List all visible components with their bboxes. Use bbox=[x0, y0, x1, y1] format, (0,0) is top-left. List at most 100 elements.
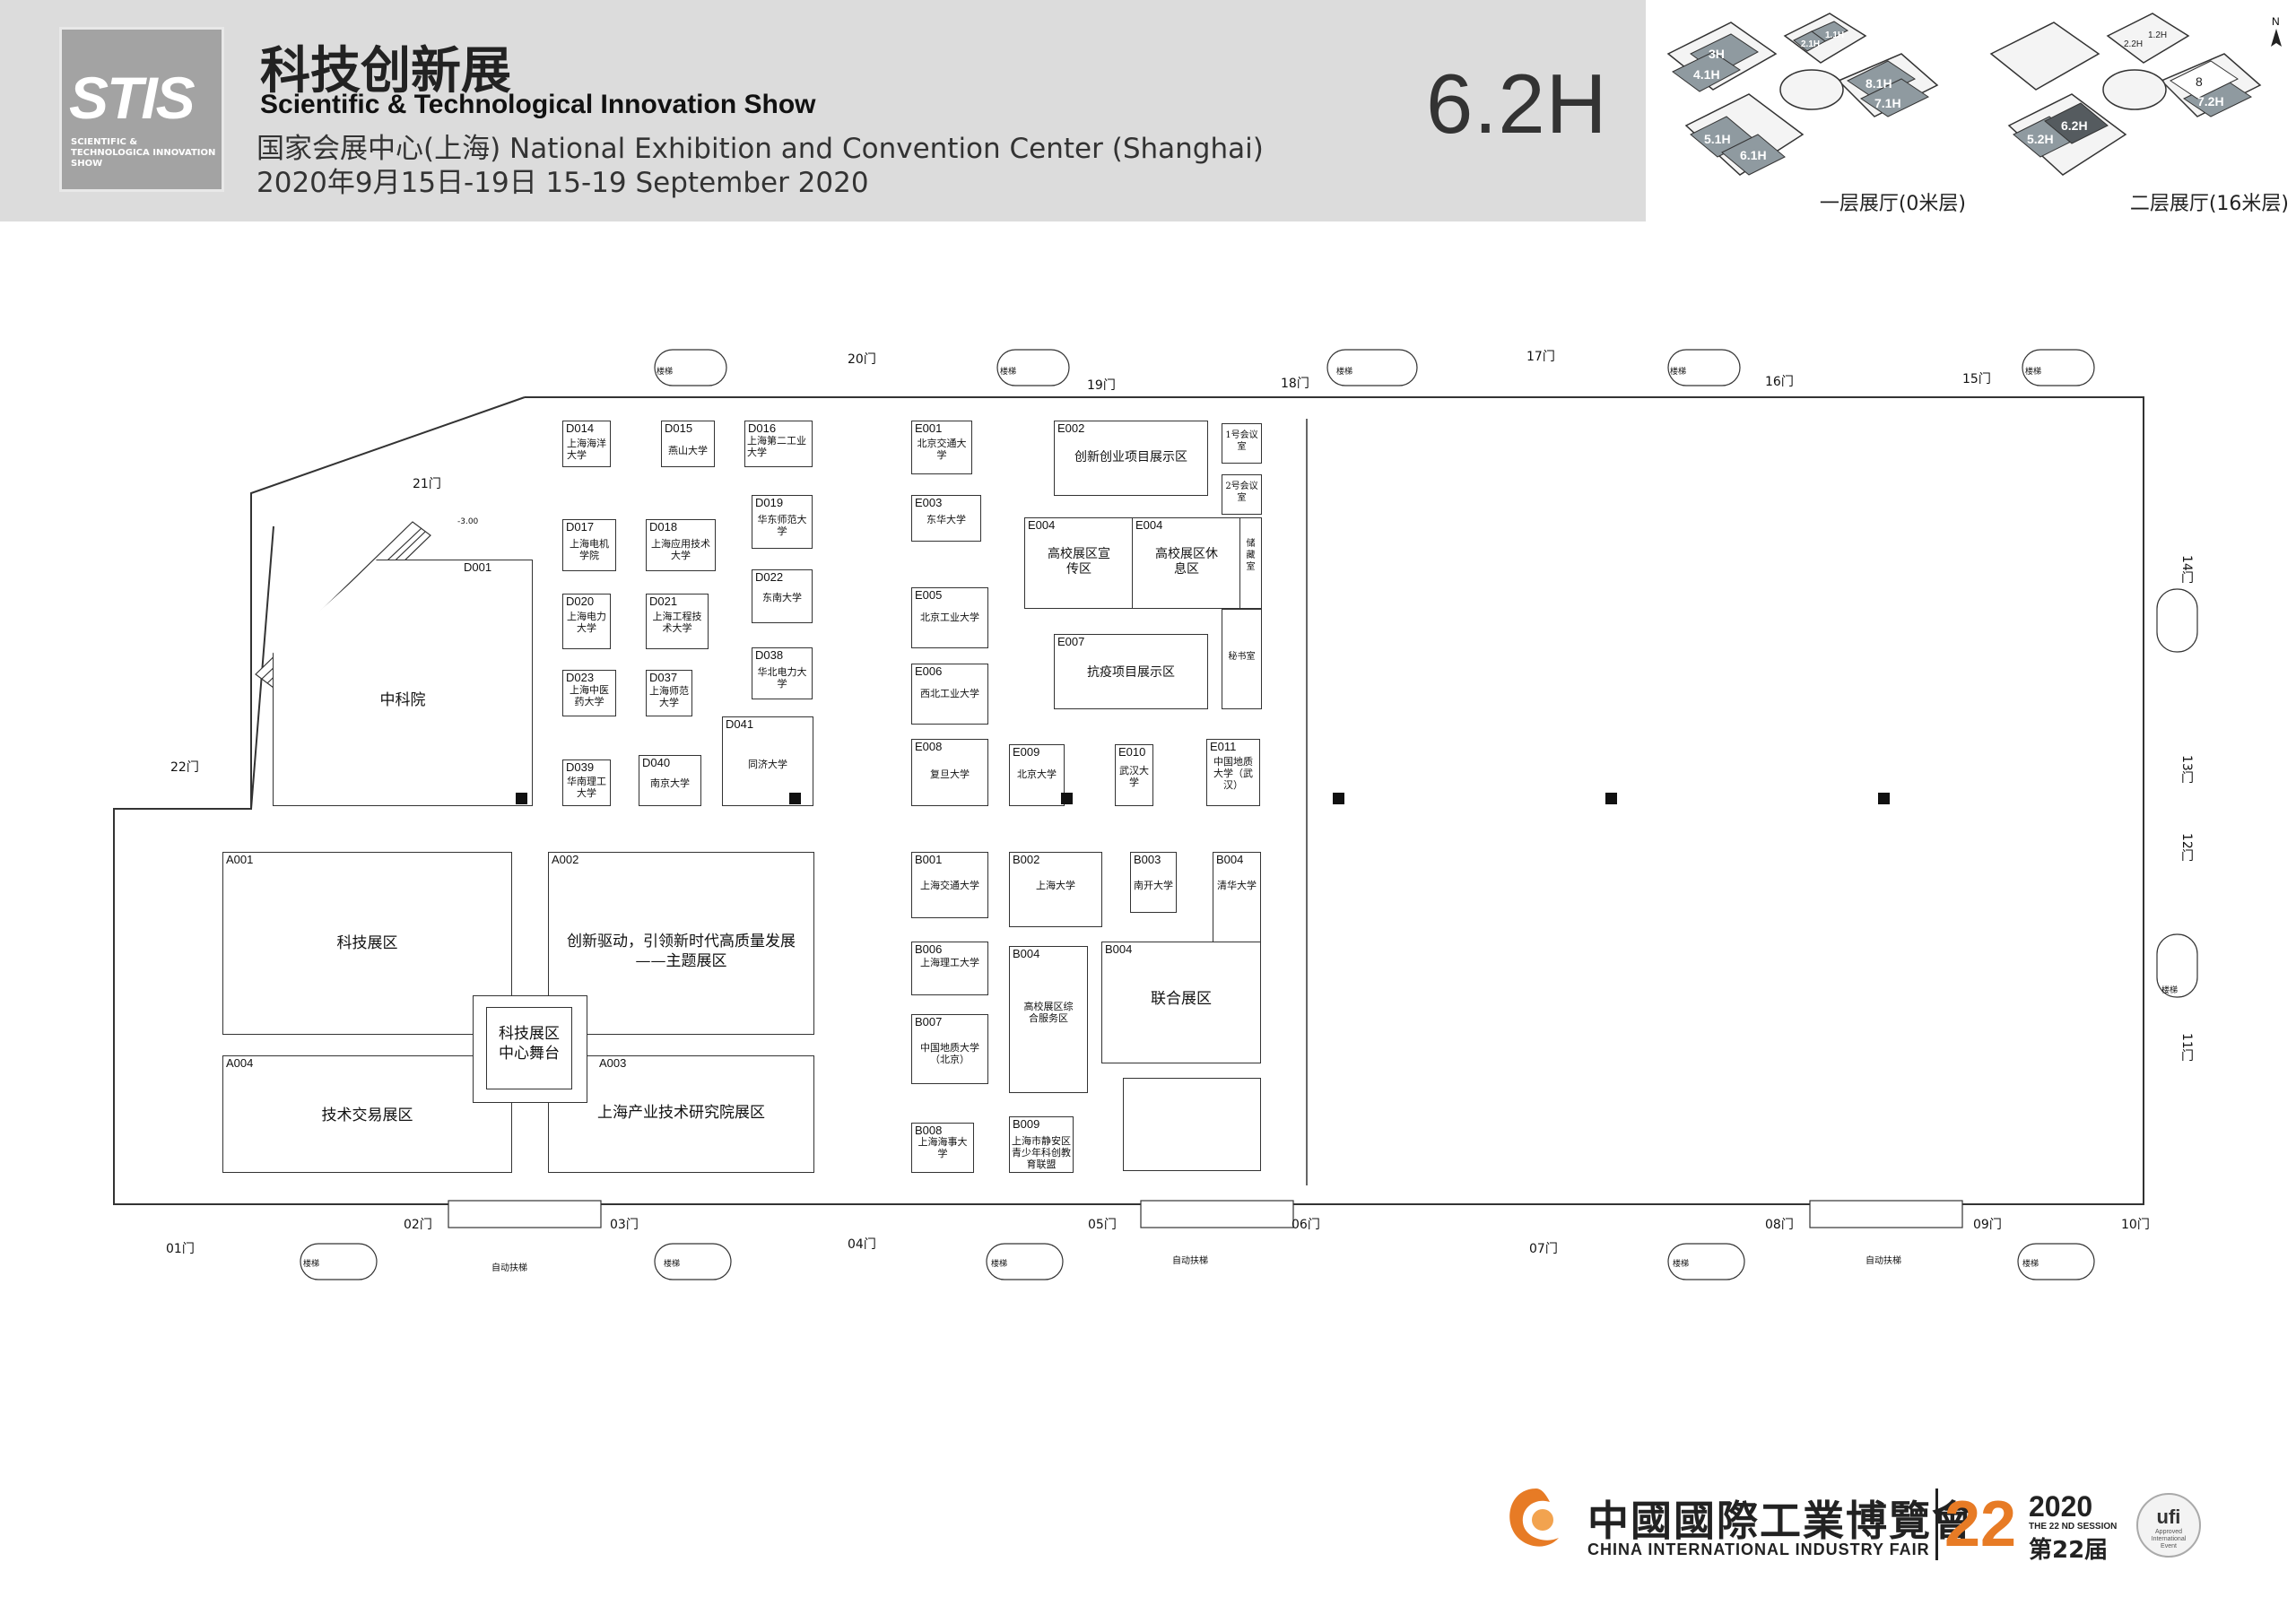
booth-d040[interactable]: D040 南京大学 bbox=[639, 755, 701, 806]
fair-logo-icon bbox=[1496, 1480, 1577, 1560]
booth-b008[interactable]: B009 上海市静安区青少年科创教育联盟 bbox=[1009, 1116, 1074, 1173]
booth-a001[interactable]: A001 科技展区 bbox=[222, 852, 512, 1035]
booth-d039[interactable]: D039 华南理工大学 bbox=[562, 759, 611, 806]
booth-name: 复旦大学 bbox=[930, 768, 970, 780]
session-year: 2020 bbox=[2029, 1490, 2093, 1523]
booth-b004-service[interactable]: B004 高校展区综合服务区 bbox=[1009, 946, 1088, 1093]
footer-divider bbox=[1935, 1488, 1938, 1560]
booth-b006[interactable]: B007 中国地质大学（北京） bbox=[911, 1014, 988, 1084]
booth-name: 北京大学 bbox=[1017, 768, 1057, 780]
booth-name: 上海师范大学 bbox=[649, 685, 689, 708]
booth-d023[interactable]: D023 上海中医药大学 bbox=[562, 670, 616, 716]
central-stage[interactable]: 科技展区中心舞台 bbox=[473, 995, 587, 1103]
booth-e006[interactable]: E006 西北工业大学 bbox=[911, 664, 988, 725]
booth-id: B004 bbox=[1105, 942, 1133, 956]
booth-e005[interactable]: E005 北京工业大学 bbox=[911, 587, 988, 648]
booth-e009[interactable]: E009 北京大学 bbox=[1009, 744, 1065, 806]
booth-b009[interactable] bbox=[1123, 1078, 1261, 1171]
booth-name: 中科院 bbox=[379, 691, 426, 709]
booth-name: 华南理工大学 bbox=[567, 776, 606, 799]
thumb2-hall-52h: 5.2H bbox=[2027, 132, 2054, 146]
gate-14: 14门 bbox=[2179, 555, 2194, 584]
central-stage-inner: 科技展区中心舞台 bbox=[486, 1007, 572, 1089]
gate-11: 11门 bbox=[2179, 1033, 2194, 1062]
booth-b001[interactable]: B001 上海交通大学 bbox=[911, 852, 988, 918]
gate-01: 01门 bbox=[166, 1242, 195, 1256]
session-number: 22 bbox=[1944, 1488, 2017, 1560]
booth-d041[interactable]: D041 同济大学 bbox=[722, 716, 813, 806]
booth-d016[interactable]: D016 上海第二工业大学 bbox=[744, 421, 813, 467]
ufi-sub: Approved International Event bbox=[2151, 1529, 2187, 1549]
booth-id: B003 bbox=[1134, 853, 1161, 866]
floor-plan: 楼梯 楼梯 楼梯 楼梯 楼梯 楼梯 楼梯 楼梯 楼梯 楼梯 楼梯 自动扶梯 自动… bbox=[0, 221, 2296, 1623]
booth-id: E008 bbox=[915, 740, 943, 753]
escalator-label-3: 自动扶梯 bbox=[1866, 1256, 1901, 1266]
event-dates: 2020年9月15日-19日 15-19 September 2020 bbox=[257, 167, 869, 199]
second-floor-map: 5.2H 6.2H 7.2H 8 1.2H 2.2H N bbox=[1989, 13, 2282, 176]
booth-b005[interactable]: B006 上海理工大学 bbox=[911, 942, 988, 995]
booth-name: 西北工业大学 bbox=[920, 688, 979, 699]
booth-name: 科技展区 bbox=[336, 934, 398, 952]
booth-d015[interactable]: D015 燕山大学 bbox=[661, 421, 715, 467]
booth-d014[interactable]: D014 上海海洋大学 bbox=[562, 421, 611, 467]
booth-a003[interactable]: A003 上海产业技术研究院展区 bbox=[548, 1055, 814, 1173]
booth-b002[interactable]: B002 上海大学 bbox=[1009, 852, 1102, 927]
meeting-room-2: 2号会议室 bbox=[1222, 474, 1262, 515]
booth-d021[interactable]: D021 上海工程技术大学 bbox=[646, 594, 709, 649]
stairs-top-3 bbox=[1326, 349, 1418, 386]
booth-e008[interactable]: E008 复旦大学 bbox=[911, 739, 988, 806]
compass-n: N bbox=[2272, 15, 2280, 28]
gate-15: 15门 bbox=[1962, 372, 1991, 386]
booth-d038[interactable]: D038 华北电力大学 bbox=[752, 647, 813, 699]
booth-id: D001 bbox=[464, 560, 492, 574]
booth-id: E001 bbox=[915, 421, 943, 435]
booth-a002[interactable]: A002 创新驱动，引领新时代高质量发展——主题展区 bbox=[548, 852, 814, 1035]
booth-name: 北京工业大学 bbox=[920, 612, 979, 623]
booth-id: E009 bbox=[1013, 745, 1040, 759]
booth-b004[interactable]: B004 清华大学 bbox=[1213, 852, 1261, 945]
booth-id: D017 bbox=[566, 520, 595, 534]
booth-d020[interactable]: D020 上海电力大学 bbox=[562, 594, 611, 649]
stairs-label-10: 楼梯 bbox=[2022, 1260, 2039, 1269]
booth-name: 东华大学 bbox=[926, 514, 966, 525]
booth-a004[interactable]: A004 技术交易展区 bbox=[222, 1055, 512, 1173]
booth-d037[interactable]: D037 上海师范大学 bbox=[646, 670, 692, 716]
booth-e011[interactable]: E011 中国地质大学（武汉） bbox=[1206, 739, 1260, 806]
booth-d018[interactable]: D018 上海应用技术大学 bbox=[646, 519, 716, 571]
elevation-marker: -3.00 bbox=[457, 517, 479, 526]
booth-e004-promo[interactable]: E004 高校展区宣传区 bbox=[1024, 517, 1134, 609]
thumb1-hall-3h: 3H bbox=[1709, 47, 1725, 61]
booth-id: D037 bbox=[649, 671, 678, 684]
logo-subtitle: SCIENTIFIC & TECHNOLOGICA INNOVATION SHO… bbox=[71, 137, 216, 169]
booth-e010[interactable]: E010 武汉大学 bbox=[1115, 744, 1153, 806]
hall-wall bbox=[113, 396, 2144, 1205]
booth-d019[interactable]: D019 华东师范大学 bbox=[752, 495, 813, 549]
stairs-bottom-3 bbox=[986, 1243, 1064, 1280]
booth-b007[interactable]: B008 上海海事大学 bbox=[911, 1123, 974, 1173]
booth-name: 中国地质大学（北京） bbox=[920, 1042, 979, 1065]
booth-e003[interactable]: E003 东华大学 bbox=[911, 495, 981, 542]
booth-e007[interactable]: E007 抗疫项目展示区 bbox=[1054, 634, 1208, 709]
booth-name: 上海电机学院 bbox=[570, 538, 609, 561]
booth-e001[interactable]: E001 北京交通大学 bbox=[911, 421, 972, 474]
booth-e002[interactable]: E002 创新创业项目展示区 bbox=[1054, 421, 1208, 496]
booth-id: E010 bbox=[1118, 745, 1146, 759]
booth-d022[interactable]: D022 东南大学 bbox=[752, 569, 813, 623]
stairs-right-2 bbox=[2156, 933, 2198, 998]
booth-b004-joint[interactable]: B004 联合展区 bbox=[1101, 942, 1261, 1063]
booth-b003[interactable]: B003 南开大学 bbox=[1130, 852, 1177, 913]
stage-name: 科技展区中心舞台 bbox=[499, 1025, 560, 1063]
booth-id: A002 bbox=[552, 853, 579, 866]
thumb1-hall-11h: 1.1H bbox=[1825, 30, 1844, 40]
booth-d017[interactable]: D017 上海电机学院 bbox=[562, 519, 616, 571]
booth-id: E003 bbox=[915, 496, 943, 509]
booth-e004-rest[interactable]: E004 高校展区休息区 bbox=[1132, 517, 1241, 609]
ground-floor-map: 3H 4.1H 5.1H 6.1H 7.1H 8.1H 1.1H 2.1H bbox=[1666, 13, 1939, 176]
room-name: 储藏室 bbox=[1246, 539, 1256, 572]
venue: 国家会展中心(上海) National Exhibition and Conve… bbox=[257, 133, 1264, 165]
escalator-label-2: 自动扶梯 bbox=[1172, 1256, 1208, 1266]
escalator-bottom-2 bbox=[1140, 1200, 1294, 1228]
stairs-bottom-2 bbox=[654, 1243, 732, 1280]
escalator-bottom-1 bbox=[448, 1200, 602, 1228]
gate-03: 03门 bbox=[610, 1218, 639, 1232]
